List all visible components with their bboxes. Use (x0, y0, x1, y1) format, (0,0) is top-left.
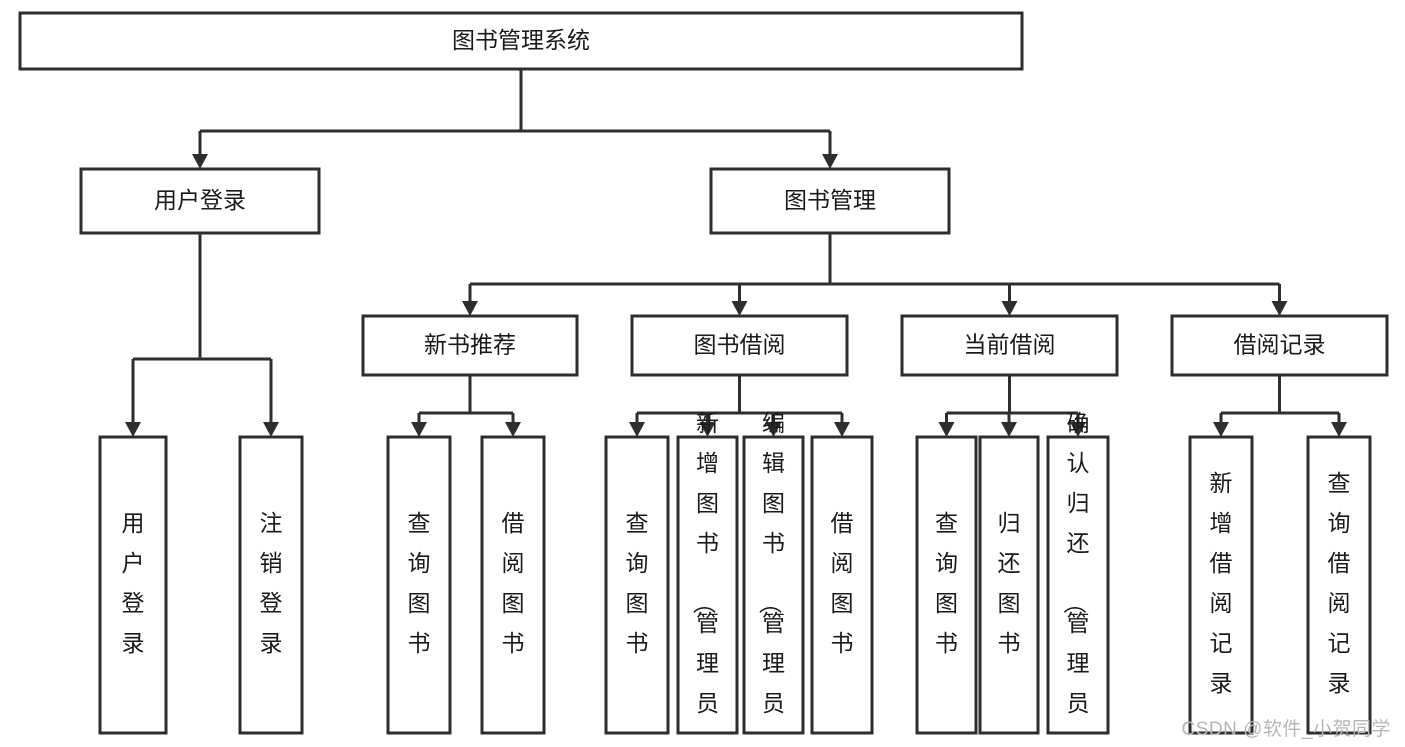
connector-layer (125, 69, 1347, 437)
node-label: 查询借阅记录 (1328, 470, 1351, 696)
node-label: 确认归还（管理员） (1062, 410, 1090, 747)
node-layer: 图书管理系统用户登录图书管理新书推荐图书借阅当前借阅借阅记录用户登录注销登录查询… (18, 11, 1389, 747)
node-box (1188, 435, 1254, 735)
node-box (676, 435, 739, 735)
node-box (915, 435, 978, 735)
node-box (900, 314, 1119, 377)
arrow-head-icon (1001, 301, 1018, 316)
node-l2-record[interactable]: 借阅记录 (1170, 314, 1389, 377)
arrow-head-icon (1271, 301, 1288, 316)
node-l3-queryrecord[interactable]: 查询借阅记录 (1306, 435, 1372, 735)
node-box (1170, 314, 1389, 377)
arrow-head-icon (834, 422, 850, 437)
node-box (742, 435, 805, 735)
arrow-head-icon (505, 422, 521, 437)
node-label: 借阅图书 (502, 510, 525, 656)
node-label: 当前借阅 (964, 332, 1056, 358)
node-box (480, 435, 546, 735)
node-box (18, 11, 1024, 71)
node-l3-returnbook[interactable]: 归还图书 (978, 435, 1040, 735)
node-label: 用户登录 (122, 510, 145, 656)
node-box (604, 435, 670, 735)
node-label: 图书管理系统 (452, 27, 590, 53)
node-box (630, 314, 849, 377)
node-box (1046, 435, 1110, 735)
node-l3-borrowbook-a[interactable]: 借阅图书 (480, 435, 546, 735)
node-l3-querybook-b[interactable]: 查询图书 (604, 435, 670, 735)
node-root[interactable]: 图书管理系统 (18, 11, 1024, 71)
arrow-head-icon (1331, 422, 1347, 437)
node-l3-confirmreturn[interactable]: 确认归还（管理员） (1046, 410, 1110, 747)
node-l2-current[interactable]: 当前借阅 (900, 314, 1119, 377)
node-box (709, 167, 951, 235)
node-l3-addbook[interactable]: 新增图书（管理员） (676, 410, 739, 747)
node-box (361, 314, 579, 377)
node-box (810, 435, 874, 735)
node-box (1306, 435, 1372, 735)
arrow-head-icon (1070, 422, 1086, 437)
node-label: 归还图书 (998, 510, 1021, 656)
arrow-head-icon (938, 422, 955, 437)
node-label: 借阅图书 (831, 510, 854, 656)
node-label: 图书借阅 (694, 332, 786, 358)
arrow-head-icon (765, 422, 782, 437)
arrow-head-icon (1001, 422, 1017, 437)
node-box (978, 435, 1040, 735)
node-l3-querybook-c[interactable]: 查询图书 (915, 435, 978, 735)
arrow-head-icon (699, 422, 716, 437)
node-label: 查询图书 (626, 510, 649, 656)
node-label: 查询图书 (408, 510, 431, 656)
watermark-text: CSDN @软件_小贺同学 (1181, 719, 1391, 740)
arrow-head-icon (263, 422, 279, 437)
node-l1-bookmgmt[interactable]: 图书管理 (709, 167, 951, 235)
node-label: 查询图书 (935, 510, 958, 656)
node-box (238, 435, 304, 735)
node-l1-login[interactable]: 用户登录 (79, 167, 321, 235)
node-l2-borrow[interactable]: 图书借阅 (630, 314, 849, 377)
node-label: 新增图书（管理员） (691, 410, 719, 747)
node-box (79, 167, 321, 235)
node-label: 编辑图书（管理员） (757, 410, 785, 747)
node-l3-logout[interactable]: 注销登录 (238, 435, 304, 735)
arrow-head-icon (125, 422, 141, 437)
node-box (386, 435, 452, 735)
node-label: 借阅记录 (1234, 332, 1326, 358)
node-box (98, 435, 168, 735)
node-label: 用户登录 (154, 187, 246, 213)
node-label: 图书管理 (784, 187, 876, 213)
node-l3-userlogin[interactable]: 用户登录 (98, 435, 168, 735)
node-l2-newbook[interactable]: 新书推荐 (361, 314, 579, 377)
node-label: 新增借阅记录 (1210, 470, 1233, 696)
node-l3-borrowbook-b[interactable]: 借阅图书 (810, 435, 874, 735)
arrow-head-icon (822, 154, 838, 169)
arrow-head-icon (192, 154, 208, 169)
arrow-head-icon (731, 301, 748, 316)
arrow-head-icon (629, 422, 645, 437)
arrow-head-icon (411, 422, 427, 437)
arrow-head-icon (1213, 422, 1229, 437)
node-l3-addrecord[interactable]: 新增借阅记录 (1188, 435, 1254, 735)
node-label: 新书推荐 (424, 332, 516, 358)
node-l3-querybook-a[interactable]: 查询图书 (386, 435, 452, 735)
arrow-head-icon (462, 301, 478, 316)
node-l3-editbook[interactable]: 编辑图书（管理员） (742, 410, 805, 747)
node-label: 注销登录 (260, 510, 283, 656)
